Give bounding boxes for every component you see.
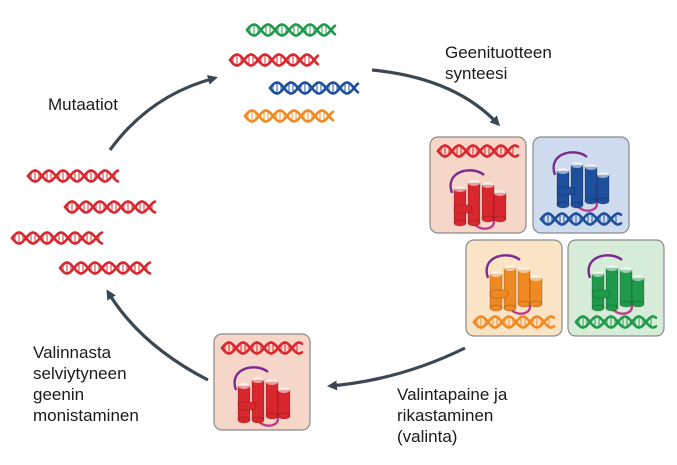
label-amplification-line-4: monistaminen: [33, 406, 139, 425]
protein-box-selected-protein: [233, 366, 291, 427]
arrow-to-left-genes: [106, 289, 209, 382]
gene-red-left-1: [26, 169, 120, 183]
arrow-to-protein-grid: [371, 68, 501, 127]
protein-box-red-gene: [436, 144, 520, 158]
gene-blue-top: [268, 81, 360, 95]
gene-red-left-4: [58, 261, 152, 275]
label-selection-line-2: rikastaminen: [397, 406, 494, 425]
label-synthesis-line-2: synteesi: [445, 64, 508, 83]
gene-red-top: [228, 53, 320, 67]
arrow-to-top-genes: [108, 74, 218, 151]
gene-helices: [10, 23, 658, 427]
protein-box-orange-gene: [472, 315, 556, 329]
label-amplification-line-2: selviytyneen: [33, 364, 127, 383]
label-synthesis-line-1: Geenituotteen: [445, 43, 552, 62]
gene-green-top: [245, 23, 337, 37]
protein-box-blue-protein: [552, 151, 610, 212]
protein-box-blue-gene: [539, 212, 623, 226]
protein-box-orange-protein: [485, 254, 543, 315]
gene-orange-top: [243, 109, 335, 123]
label-selection-line-1: Valintapaine ja: [397, 385, 508, 404]
gene-red-left-2: [63, 200, 157, 214]
label-mutations: Mutaatiot: [48, 94, 118, 115]
label-amplification: Valinnasta selviytyneen geenin monistami…: [33, 342, 139, 426]
cycle-arrows: [106, 68, 501, 391]
label-gene-product-synthesis: Geenituotteen synteesi: [445, 42, 552, 84]
arrow-to-selected-protein: [327, 346, 466, 391]
protein-box-red-protein: [449, 169, 507, 230]
protein-box-selected-gene: [220, 341, 304, 355]
label-amplification-line-3: geenin: [33, 385, 85, 404]
label-selection-line-3: (valinta): [397, 427, 458, 446]
protein-box-green-protein: [587, 254, 645, 315]
label-selection: Valintapaine ja rikastaminen (valinta): [397, 384, 507, 447]
protein-box-green-gene: [574, 315, 658, 329]
label-amplification-line-1: Valinnasta: [33, 343, 112, 362]
gene-red-left-3: [10, 231, 104, 245]
label-mutations-line-1: Mutaatiot: [48, 95, 118, 114]
